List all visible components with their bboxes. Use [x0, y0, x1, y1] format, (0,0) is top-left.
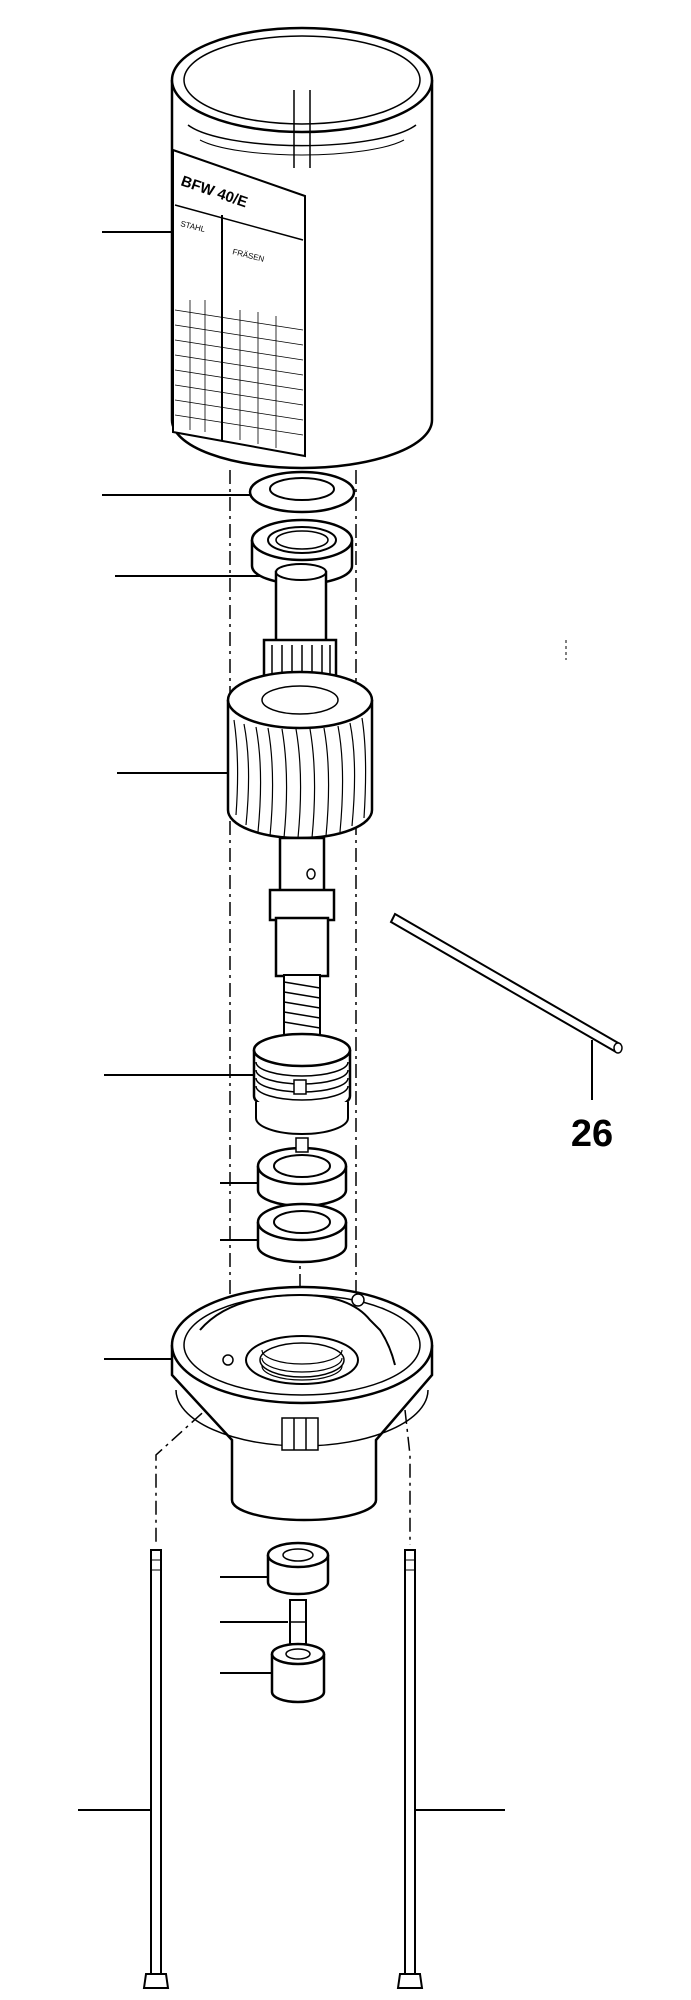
leader-lines: [78, 231, 505, 1811]
washer-ring: [248, 470, 356, 514]
lower-coupling: [270, 1642, 326, 1704]
armature-rotor: [226, 563, 374, 1036]
tie-rod-right: [396, 1549, 424, 1989]
threaded-collar: [252, 1032, 352, 1135]
lower-bearing: [256, 1202, 348, 1264]
flange-housing: [170, 1285, 434, 1522]
loose-rod: [389, 912, 623, 1100]
middle-bearing: [256, 1137, 348, 1208]
canister: BFW 40/E STAHL FRÄSEN: [170, 26, 434, 470]
coupling-nut: [266, 1541, 330, 1596]
tie-rod-left: [142, 1549, 170, 1989]
small-pin: [289, 1599, 307, 1645]
callout-26: 26: [571, 1113, 613, 1155]
